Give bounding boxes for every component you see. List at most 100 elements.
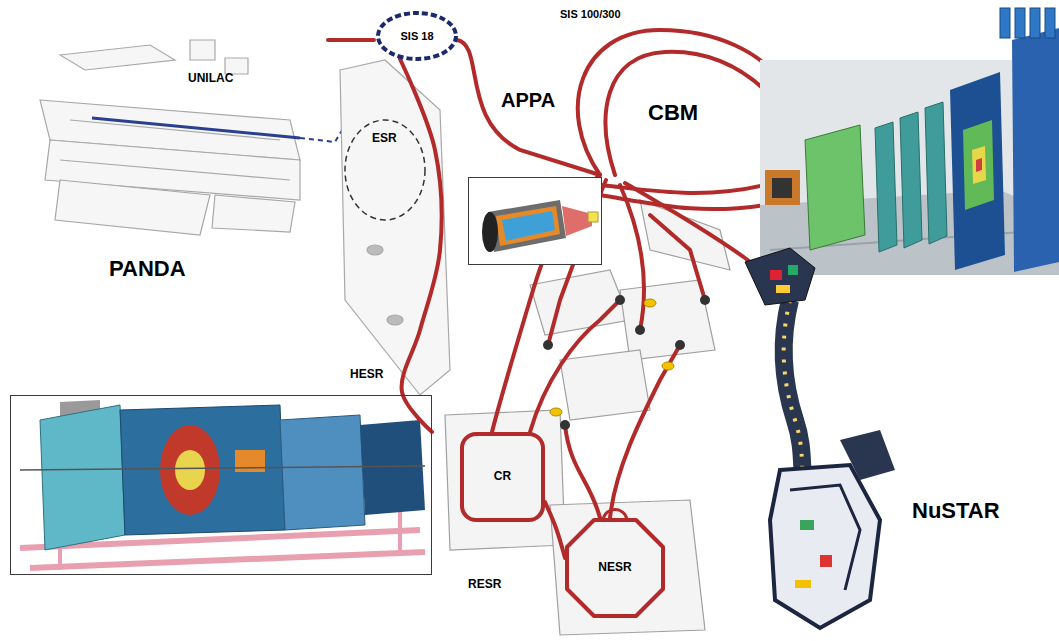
beam-cap	[675, 340, 685, 350]
appa-target	[496, 206, 560, 246]
nustar-building	[790, 485, 860, 590]
accelerator-label: SIS 100/300	[560, 8, 621, 21]
beam-line	[530, 300, 620, 432]
fair-buildings	[550, 500, 705, 635]
cbm-detector	[925, 102, 947, 244]
panda-detector	[30, 552, 425, 568]
ring-outline	[567, 520, 663, 616]
beam-line	[565, 425, 600, 518]
experiment-label: CBM	[648, 100, 698, 125]
appa-target	[468, 177, 602, 265]
panda-detector	[10, 395, 432, 575]
beam-cap	[700, 295, 710, 305]
ring-label: HESR	[350, 368, 383, 382]
unilac-building	[55, 180, 210, 235]
fair-buildings	[445, 410, 565, 550]
linac-line	[92, 118, 300, 138]
esr-building	[367, 245, 383, 255]
cbm-detector	[1012, 28, 1059, 272]
beam-line	[650, 215, 705, 300]
synchrotron-ring: SIS 18	[375, 10, 459, 62]
nustar-building	[776, 285, 790, 293]
panda-detector	[160, 425, 220, 515]
unilac-building	[40, 40, 300, 235]
cbm-detector	[976, 158, 982, 172]
ring-outline	[603, 510, 627, 521]
unilac-building	[60, 160, 290, 180]
beam-cap	[543, 295, 710, 430]
experiment-inset: APPA	[468, 177, 602, 265]
experiment-inset: CBM	[760, 58, 1059, 275]
beam-marker	[550, 299, 674, 416]
cbm-detector	[950, 72, 1005, 270]
esr-building	[340, 60, 450, 395]
nustar-building	[770, 465, 880, 628]
nustar-building	[745, 248, 815, 305]
experiment-label: APPA	[501, 89, 555, 112]
beam-marker	[662, 362, 674, 370]
beam-cap	[543, 340, 553, 350]
nustar-building	[795, 580, 811, 588]
cbm-detector	[900, 112, 922, 248]
fair-buildings	[445, 200, 730, 635]
beam-cap	[615, 295, 625, 305]
cbm-detector	[1030, 8, 1040, 38]
nustar-building	[784, 300, 805, 490]
panda-detector	[360, 420, 425, 515]
appa-target	[468, 177, 602, 265]
unilac-building	[190, 40, 215, 60]
storage-ring: CR	[460, 432, 545, 522]
cbm-detector	[765, 170, 800, 205]
appa-target	[482, 212, 498, 252]
beam-line	[606, 52, 770, 175]
ring-label: RESR	[468, 578, 501, 592]
esr-building	[340, 60, 450, 395]
esr-ring	[345, 120, 425, 220]
nustar-building	[788, 265, 798, 275]
beam-marker	[644, 299, 656, 307]
panda-detector	[235, 450, 265, 472]
appa-target	[488, 200, 566, 252]
cbm-detector	[963, 120, 994, 210]
experiment-label: PANDA	[109, 256, 186, 281]
accelerator-label: UNILAC	[188, 72, 233, 86]
ring-label: CR	[494, 470, 511, 484]
beam-line	[578, 30, 775, 175]
esr-building	[387, 315, 403, 325]
nustar-building	[784, 300, 805, 490]
ring-outline	[462, 434, 543, 520]
appa-target	[502, 211, 555, 241]
ring-label: NESR	[598, 561, 631, 575]
beam-line	[328, 30, 785, 518]
beam-cap	[635, 325, 645, 335]
panda-detector	[10, 395, 432, 575]
cbm-detector	[805, 125, 865, 250]
unilac-building	[60, 45, 175, 70]
experiment-inset: PANDA	[10, 395, 432, 575]
panda-detector	[280, 415, 365, 530]
cbm-detector	[760, 8, 1059, 275]
panda-detector	[175, 450, 205, 490]
appa-target	[588, 212, 598, 222]
panda-detector	[20, 466, 425, 470]
nustar-building	[800, 520, 814, 530]
beam-line	[610, 345, 680, 518]
cbm-detector	[972, 146, 986, 184]
unilac-building	[70, 120, 280, 140]
beam-line	[620, 185, 644, 330]
panda-detector	[120, 405, 285, 535]
storage-ring: NESR	[565, 518, 665, 618]
cbm-detector	[772, 178, 792, 198]
beam-line	[328, 38, 374, 42]
fair-buildings	[560, 350, 650, 420]
nustar-building	[745, 248, 895, 628]
experiment-label: NuSTAR	[912, 498, 1000, 523]
nustar-building	[770, 270, 782, 280]
panda-detector	[40, 405, 125, 550]
unilac-building	[212, 195, 295, 232]
beam-line	[400, 59, 442, 432]
panda-detector	[398, 505, 402, 555]
ring-label: SIS 18	[400, 30, 433, 43]
cbm-detector	[1045, 8, 1055, 38]
cbm-detector	[1000, 8, 1010, 38]
